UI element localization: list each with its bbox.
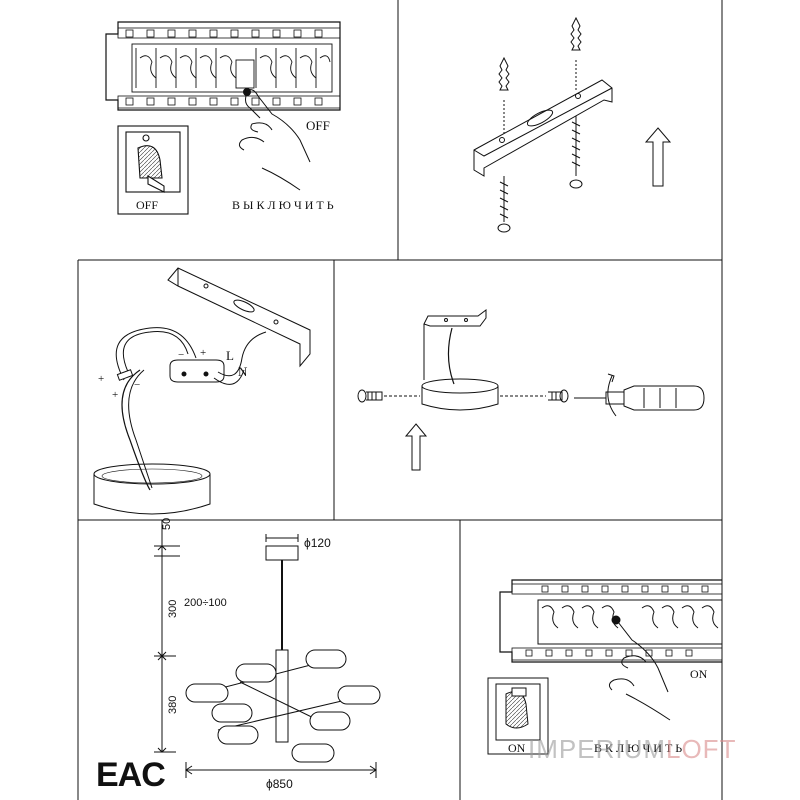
step6-switch-state: ON bbox=[508, 741, 526, 755]
step1-off-label: OFF bbox=[306, 118, 330, 133]
step2-screw-right-icon bbox=[569, 116, 583, 189]
step1-breaker-modules bbox=[131, 43, 333, 93]
dim-rod-adjust: 200÷100 bbox=[184, 597, 227, 609]
step6-caption: В К Л Ю Ч И Т Ь bbox=[594, 741, 682, 755]
step5-dimension-drawing bbox=[154, 520, 381, 778]
step1-bottom-screws bbox=[125, 97, 323, 106]
dim-top-gap: 50 bbox=[161, 518, 173, 530]
step2-bracket-mounting bbox=[473, 16, 672, 233]
watermark-part1: IMPERIUM bbox=[528, 734, 666, 764]
step4-attach-fixture bbox=[357, 309, 705, 471]
step3-live-label: L bbox=[226, 348, 234, 363]
step6-on-label: ON bbox=[690, 667, 708, 681]
step4-screwdriver-icon bbox=[574, 373, 705, 417]
step2-screw-left-icon bbox=[497, 176, 511, 233]
panel-borders bbox=[77, 0, 723, 800]
dim-overall-diameter: ϕ850 bbox=[266, 777, 293, 791]
step4-screw-right-icon bbox=[548, 389, 569, 403]
step3-plus-b: + bbox=[98, 373, 104, 385]
step4-screw-left-icon bbox=[357, 389, 383, 403]
step1-caption: В Ы К Л Ю Ч И Т Ь bbox=[232, 198, 334, 212]
watermark-part2: LOFT bbox=[666, 734, 736, 764]
svg-text:IMPERIUMLOFT: IMPERIUMLOFT bbox=[528, 734, 736, 764]
step1-breaker-panel: OFF OFF В Ы К Л Ю Ч И Т Ь bbox=[105, 21, 341, 215]
step3-terminal-block-icon bbox=[169, 359, 225, 383]
step6-labels: ON ON В К Л Ю Ч И Т Ь bbox=[508, 667, 708, 755]
step3-plus-c: + bbox=[112, 389, 118, 401]
step1-top-screws bbox=[125, 29, 323, 38]
step5-dimension-labels: ϕ120 ϕ850 50 300 200÷100 380 bbox=[161, 518, 331, 791]
step5-shade-group bbox=[185, 649, 381, 763]
step6-hand-icon bbox=[608, 621, 671, 721]
step2-up-arrow-icon bbox=[644, 127, 672, 187]
dim-rod-length: 300 bbox=[167, 600, 179, 618]
step1-hand-icon bbox=[238, 89, 311, 191]
step3-minus-b: − bbox=[134, 379, 140, 391]
step3-wiring bbox=[93, 267, 311, 515]
step2-dowel-left-icon bbox=[498, 56, 510, 91]
dim-canopy-diameter: ϕ120 bbox=[304, 536, 331, 550]
step1-switch-state: OFF bbox=[136, 198, 158, 212]
step6-breaker-panel bbox=[487, 579, 723, 755]
step1-switch-closeup bbox=[117, 125, 189, 215]
step3-plus-a: + bbox=[200, 347, 206, 359]
eac-certification-mark: EAC bbox=[96, 756, 165, 794]
step3-labels: L N − + + − + bbox=[98, 347, 248, 401]
watermark-logo: IMPERIUMLOFT bbox=[528, 734, 736, 764]
dim-body-height: 380 bbox=[167, 696, 179, 714]
step3-neutral-label: N bbox=[238, 364, 248, 379]
step4-up-arrow-icon bbox=[404, 423, 428, 471]
step2-dowel-right-icon bbox=[570, 16, 582, 51]
step3-minus-a: − bbox=[178, 349, 184, 361]
